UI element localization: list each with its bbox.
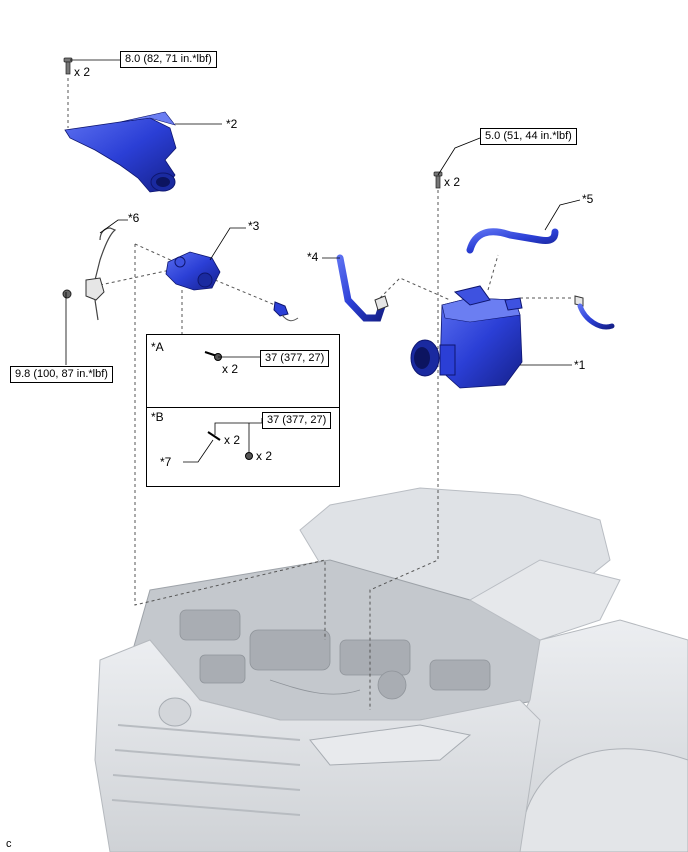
callout-7: *7 [160,455,172,469]
part-air-cleaner [410,285,523,389]
callout-4: *4 [307,250,319,264]
torque-label-top-left: 8.0 (82, 71 in.*lbf) [120,51,217,68]
part-hose-4 [336,254,389,322]
qty-label: x 2 [222,362,239,376]
qty-label: x 2 [444,175,461,189]
bolt-icon [63,57,443,189]
figure-code: c [6,838,12,850]
callout-2: *2 [226,117,238,131]
callout-5: *5 [582,192,594,206]
qty-label: x 2 [256,449,273,463]
part-sensor-unit [165,251,299,322]
torque-label-box-b: 37 (377, 27) [262,412,332,429]
callout-lines [65,59,581,366]
part-hose-5 [466,228,615,330]
part-air-intake-duct [64,111,177,193]
torque-label-top-right: 5.0 (51, 44 in.*lbf) [480,128,577,145]
variant-a-label: *A [151,340,164,354]
variant-b-label: *B [151,410,164,424]
callout-6: *6 [128,211,140,225]
callout-3: *3 [248,219,260,233]
qty-label: x 2 [224,433,241,447]
vehicle-illustration [94,487,688,852]
torque-label-left: 9.8 (100, 87 in.*lbf) [10,366,113,383]
qty-label: x 2 [74,65,91,79]
torque-label-box-a: 37 (377, 27) [260,350,330,367]
part-harness-clip [62,227,117,321]
callout-1: *1 [574,358,586,372]
